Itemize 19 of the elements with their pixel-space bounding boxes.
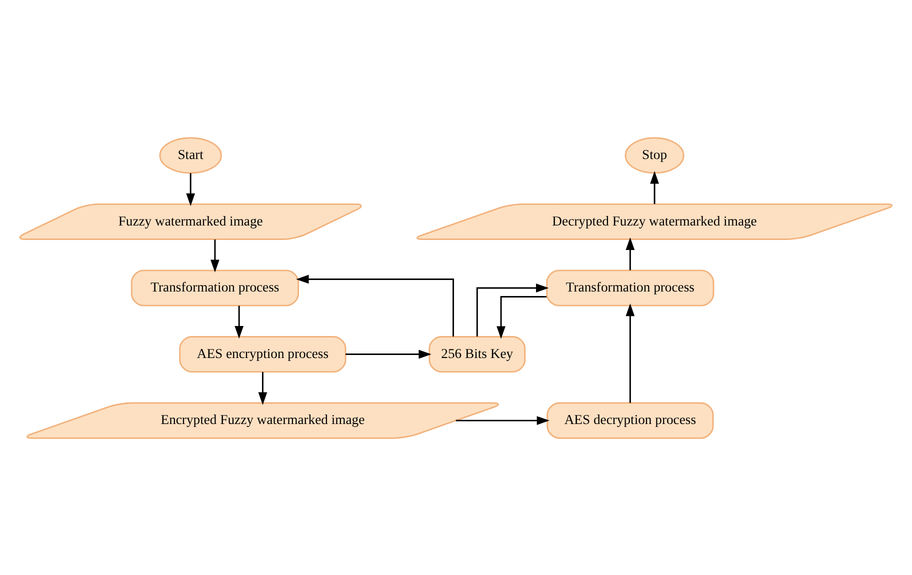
- arrow: [186, 172, 196, 206]
- arrow: [626, 236, 635, 270]
- arrow: [496, 296, 547, 338]
- arrow: [650, 170, 659, 204]
- node-ellipse: Stop: [624, 136, 684, 174]
- node-ellipse: Start: [159, 136, 222, 174]
- arrow: [210, 238, 220, 272]
- node-box: Transformation process: [546, 269, 714, 306]
- arrow: [346, 349, 432, 358]
- node-box: Transformation process: [130, 269, 300, 306]
- arrow: [456, 416, 550, 424]
- arrow: [258, 372, 268, 404]
- arrow: [234, 305, 244, 338]
- node-box: 256 Bits Key: [428, 336, 526, 372]
- arrow: [476, 283, 549, 336]
- node-box: AES encryption process: [179, 336, 346, 372]
- node-box: AES decryption process: [546, 402, 714, 438]
- arrow: [296, 274, 454, 336]
- arrow: [626, 302, 635, 402]
